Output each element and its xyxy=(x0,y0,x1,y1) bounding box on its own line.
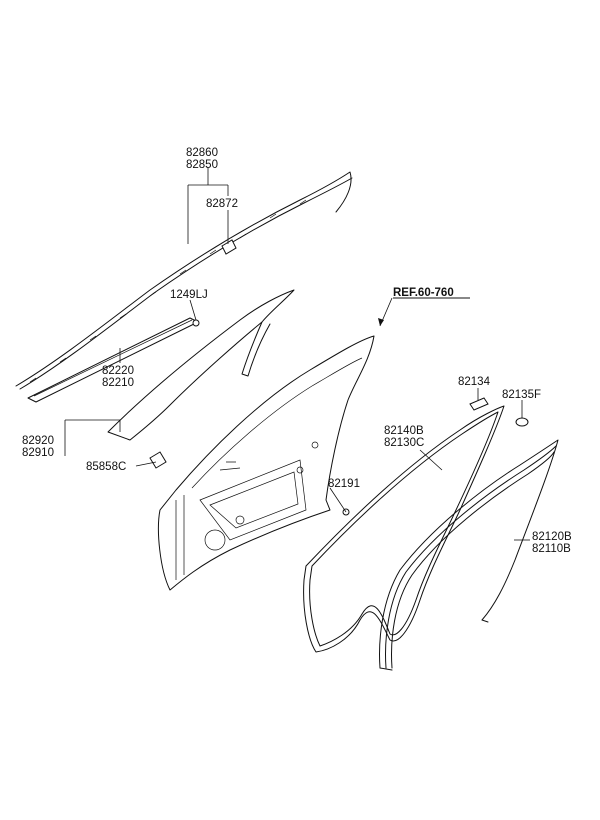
label-82910: 82910 xyxy=(22,447,54,459)
label-82130C: 82130C xyxy=(384,437,424,449)
label-82220: 82220 xyxy=(102,365,134,377)
label-82110B: 82110B xyxy=(532,543,571,555)
moulding-clip-82872 xyxy=(221,239,237,255)
body-side-weatherstrip xyxy=(379,439,559,671)
label-82134: 82134 xyxy=(458,376,491,388)
bolt-82191 xyxy=(342,508,350,516)
door-frame-garnish xyxy=(107,289,295,441)
label-82135F: 82135F xyxy=(502,389,541,401)
label-82140B: 82140B xyxy=(384,425,424,437)
label-82120B: 82120B xyxy=(532,531,572,543)
plug-82135F xyxy=(515,417,529,427)
weatherstrip-clip-82134 xyxy=(469,397,489,411)
belt-moulding xyxy=(27,317,199,403)
clip-85858C xyxy=(149,451,167,469)
label-82872: 82872 xyxy=(206,198,238,210)
reference-label: REF.60-760 xyxy=(393,287,454,299)
label-82191: 82191 xyxy=(328,478,360,490)
label-1249LJ: 1249LJ xyxy=(170,289,208,301)
label-82850: 82850 xyxy=(186,159,218,171)
label-85858C: 85858C xyxy=(86,461,126,473)
label-82210: 82210 xyxy=(102,377,134,389)
front-door-panel xyxy=(158,335,375,591)
leader-lines xyxy=(64,168,530,541)
roof-drip-moulding xyxy=(15,171,353,390)
screw-1249LJ xyxy=(192,319,200,327)
label-82860: 82860 xyxy=(186,147,218,159)
label-82920: 82920 xyxy=(22,435,54,447)
door-side-weatherstrip xyxy=(303,405,505,653)
